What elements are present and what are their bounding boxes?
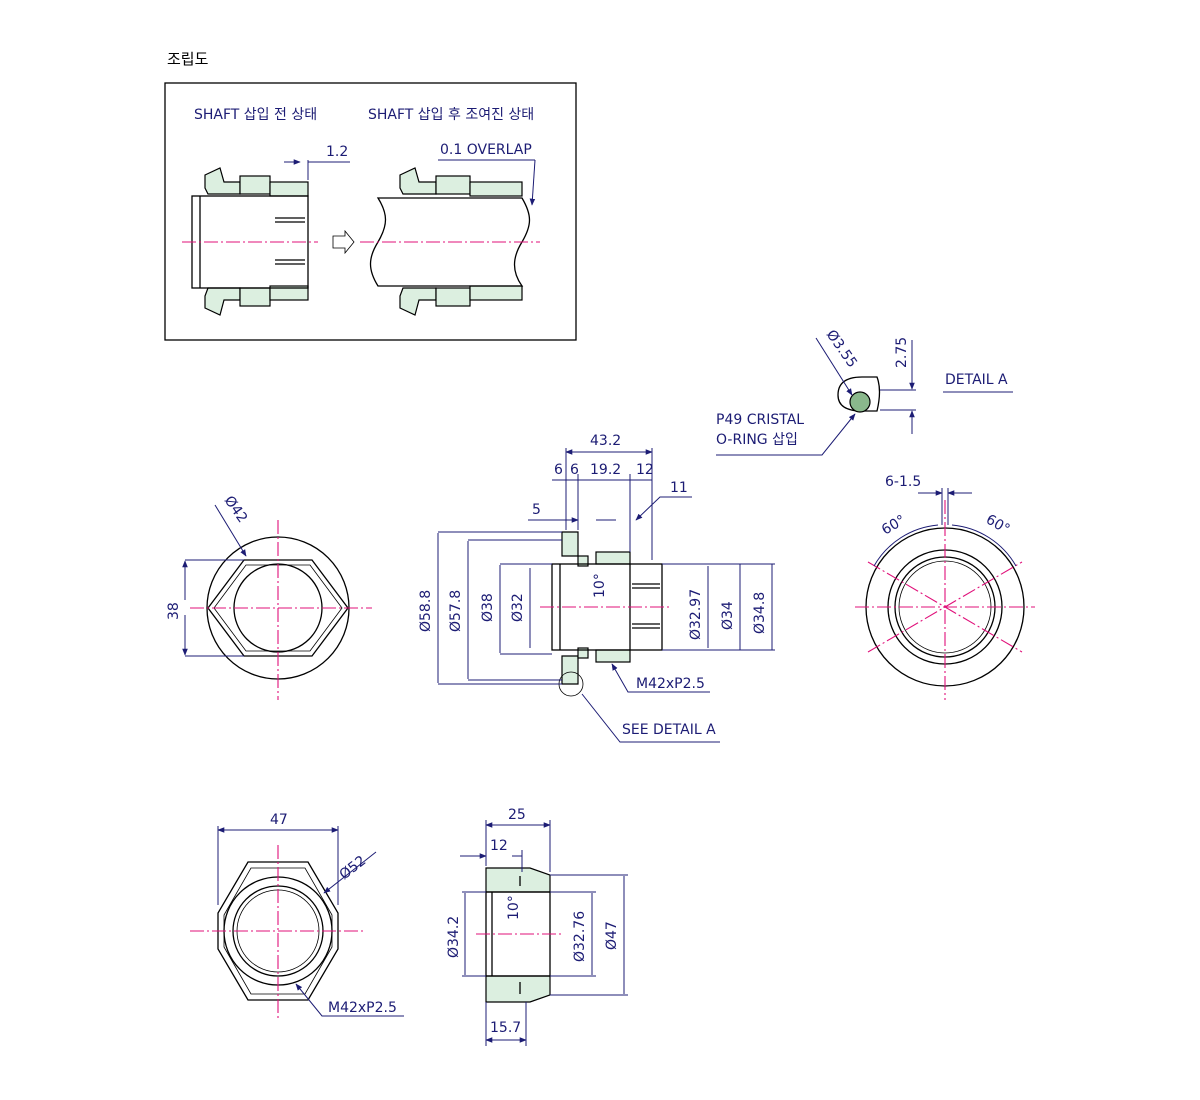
detail-dia: Ø3.55: [823, 327, 860, 371]
nut-section-id1: Ø32.76: [572, 911, 588, 962]
front-height: 38: [166, 602, 182, 620]
section-d1: 6: [554, 462, 563, 478]
assembly-frame: [164, 82, 577, 341]
section-id3: Ø34.8: [752, 592, 768, 634]
overlap-arrow: [529, 159, 536, 206]
section-d6: 5: [532, 502, 541, 518]
see-detail-note: SEE DETAIL A: [622, 722, 716, 738]
section-angle: 10°: [592, 573, 608, 598]
section-d4: 12: [636, 462, 654, 478]
end-slot-dim: 6-1.5: [885, 474, 921, 490]
section-thread: M42xP2.5: [636, 676, 705, 692]
section-d2: 6: [570, 462, 579, 478]
nut-section-angle: 10°: [506, 895, 522, 920]
detail-dia-leader: [815, 337, 853, 396]
section-d5-leader: [635, 496, 692, 521]
assembly-before-view: [182, 167, 318, 316]
section-od4: Ø32: [510, 593, 526, 622]
see-detail-leader: [581, 693, 720, 743]
detail-a-title: DETAIL A: [945, 372, 1008, 388]
nut-section-len: 25: [508, 807, 526, 823]
section-id2: Ø34: [720, 601, 736, 630]
section-od3: Ø38: [480, 593, 496, 622]
section-d5: 11: [670, 480, 688, 496]
gap-dim: 1.2: [326, 144, 348, 160]
oring-note-leader: [716, 413, 856, 456]
nut-section-view: [476, 867, 562, 1003]
section-od2: Ø57.8: [448, 590, 464, 632]
nut-thread: M42xP2.5: [328, 1000, 397, 1016]
front-view: [185, 520, 372, 700]
nut-section-od1: Ø34.2: [446, 916, 462, 958]
nut-width: 47: [270, 812, 288, 828]
section-d3: 19.2: [590, 462, 621, 478]
assembly-after-view: [360, 167, 540, 316]
nut-section-len2: 12: [490, 838, 508, 854]
end-view: [855, 500, 1035, 700]
section-view: [540, 531, 672, 697]
end-angle-right: 60°: [983, 512, 1013, 538]
end-angle-left: 60°: [879, 512, 909, 538]
section-total-len: 43.2: [590, 433, 621, 449]
front-dia-leader: [214, 504, 247, 557]
drawing-title: 조립도: [167, 50, 209, 68]
oring-note-line2: O-RING 삽입: [716, 432, 798, 448]
before-insertion-label: SHAFT 삽입 전 상태: [194, 107, 317, 123]
nut-section-od2: Ø47: [604, 921, 620, 950]
nut-section-bottom: 15.7: [490, 1020, 521, 1036]
after-insertion-label: SHAFT 삽입 후 조여진 상태: [368, 107, 534, 123]
section-id1: Ø32.97: [688, 589, 704, 640]
nut-front-view: [190, 826, 366, 1020]
section-od1: Ø58.8: [418, 590, 434, 632]
oring-note-line1: P49 CRISTAL: [716, 412, 804, 428]
nut-thread-leader: [295, 983, 404, 1017]
detail-a-view: [837, 376, 916, 413]
detail-depth: 2.75: [894, 337, 910, 368]
nut-dia-leader: [323, 851, 377, 894]
section-thread-leader: [611, 663, 710, 693]
transition-arrow-icon: [332, 229, 355, 255]
overlap-dim: 0.1 OVERLAP: [440, 142, 532, 158]
